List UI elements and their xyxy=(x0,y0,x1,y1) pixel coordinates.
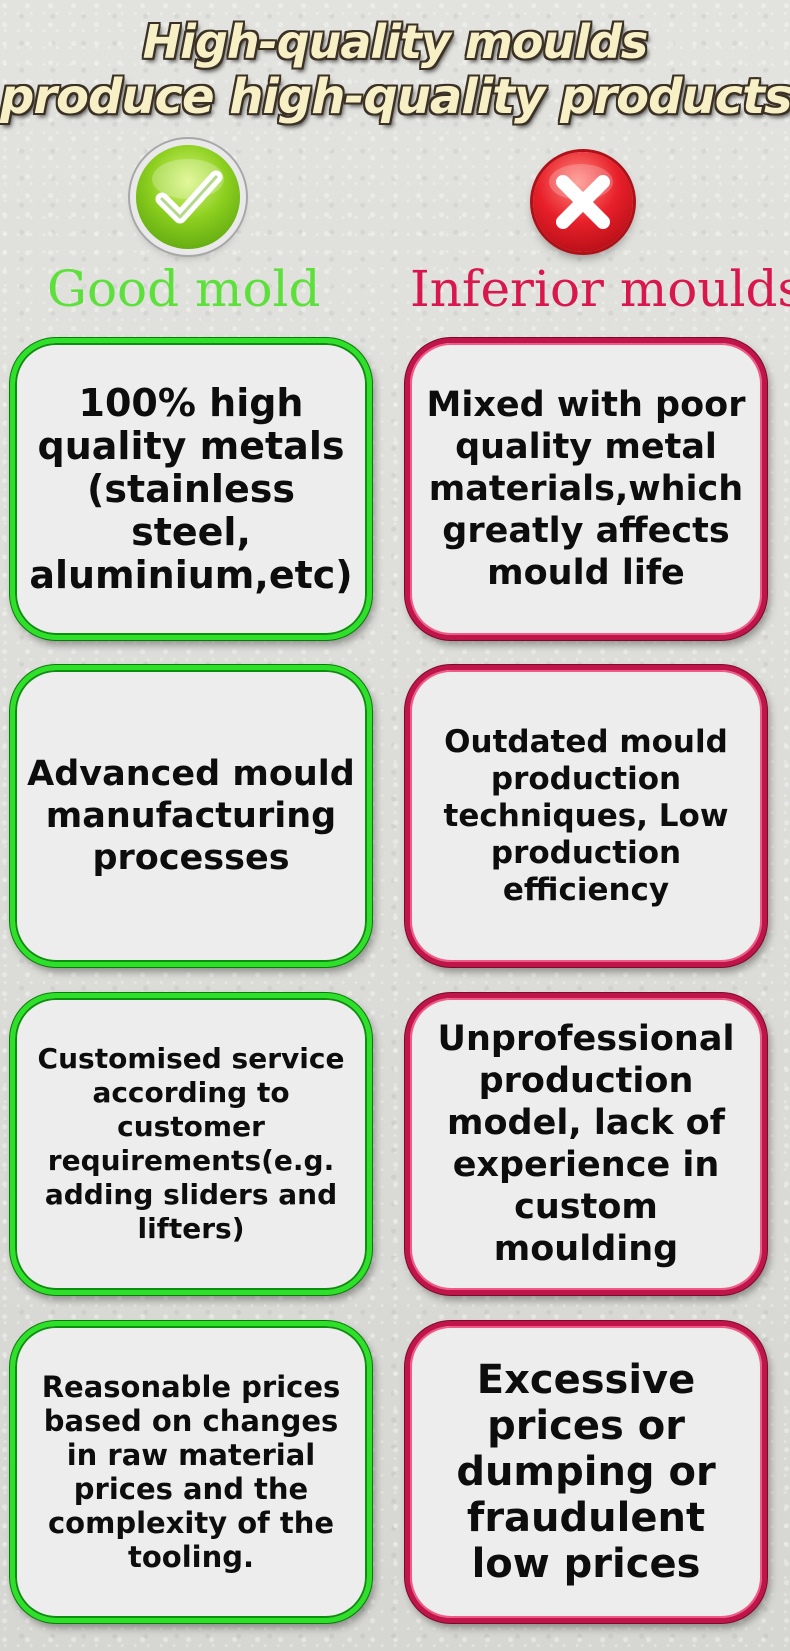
cross-icon xyxy=(533,152,633,252)
good-card-materials: 100% high quality metals (stainless stee… xyxy=(10,338,372,640)
title-line-1: High-quality moulds xyxy=(142,15,649,69)
good-card-service: Customised service according to customer… xyxy=(10,993,372,1295)
good-card-text: Customised service according to customer… xyxy=(37,1042,345,1245)
bad-card-text: Mixed with poor quality metal materials,… xyxy=(426,385,746,593)
bad-card-service: Unprofessional production model, lack of… xyxy=(405,993,767,1295)
bad-card-text: Excessive prices or dumping or fraudulen… xyxy=(456,1357,716,1587)
title-line-2: produce high-quality products xyxy=(0,69,790,125)
good-card-text: Advanced mould manufacturing processes xyxy=(27,754,355,878)
bad-card-pricing: Excessive prices or dumping or fraudulen… xyxy=(405,1321,767,1623)
bad-card-materials: Mixed with poor quality metal materials,… xyxy=(405,338,767,640)
good-card-pricing: Reasonable prices based on changes in ra… xyxy=(10,1321,372,1623)
good-column-heading: Good mold xyxy=(47,260,321,318)
good-card-text: 100% high quality metals (stainless stee… xyxy=(29,380,353,597)
good-card-process: Advanced mould manufacturing processes xyxy=(10,665,372,967)
good-card-text: Reasonable prices based on changes in ra… xyxy=(41,1370,341,1574)
bad-card-text: Outdated mould production techniques, Lo… xyxy=(443,723,729,908)
bad-column-heading: Inferior moulds xyxy=(410,260,790,318)
bad-card-text: Unprofessional production model, lack of… xyxy=(437,1019,735,1269)
bad-card-process: Outdated mould production techniques, Lo… xyxy=(405,665,767,967)
checkmark-icon xyxy=(136,145,240,249)
